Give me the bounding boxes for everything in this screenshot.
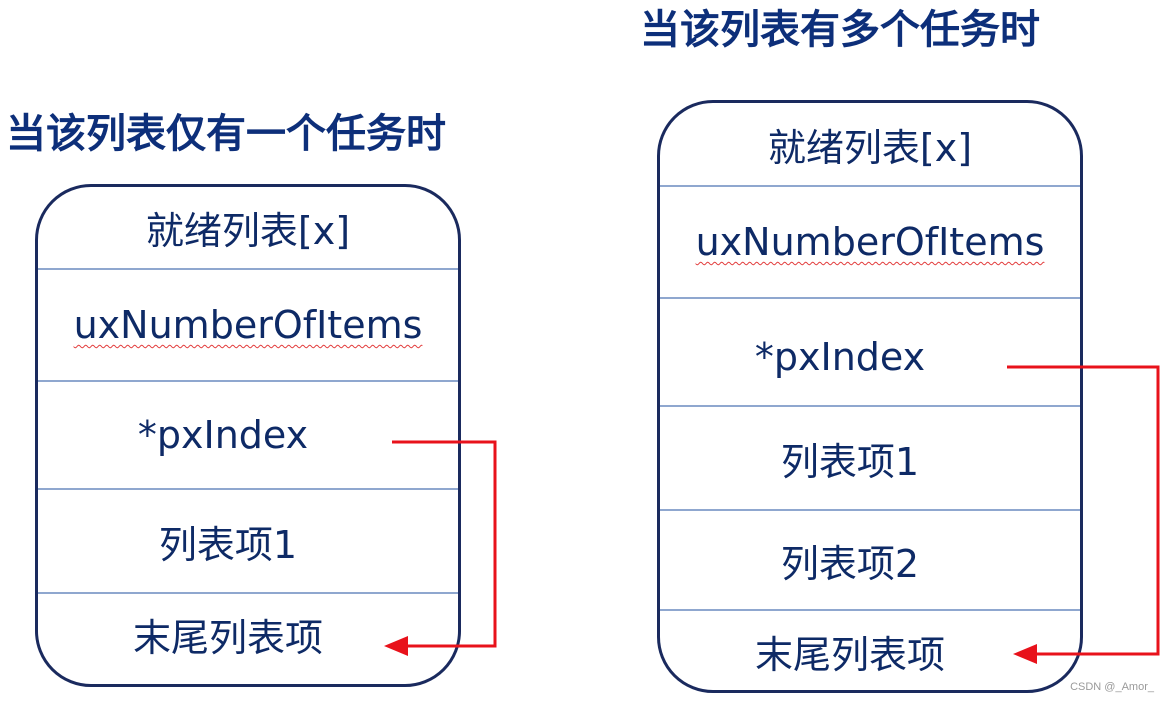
px-index-label: *pxIndex	[137, 413, 309, 457]
list-item-2-label: 列表项2	[780, 541, 920, 586]
list-item-1-label: 列表项1	[158, 522, 298, 567]
end-list-item-row: 末尾列表项	[660, 611, 1080, 690]
list-item-1-label: 列表项1	[780, 439, 920, 484]
px-index-label: *pxIndex	[754, 335, 926, 379]
end-list-item-row: 末尾列表项	[38, 594, 458, 684]
ready-list-multiple-tasks: 就绪列表[x] uxNumberOfItems *pxIndex 列表项1 列表…	[657, 100, 1083, 693]
ux-number-of-items-label: uxNumberOfItems	[73, 303, 423, 347]
left-heading: 当该列表仅有一个任务时	[6, 111, 446, 157]
list-item-2-row: 列表项2	[660, 511, 1080, 611]
list-item-1-row: 列表项1	[38, 490, 458, 594]
end-list-item-label: 末尾列表项	[754, 633, 945, 677]
list-item-1-row: 列表项1	[660, 407, 1080, 511]
px-index-row: *pxIndex	[38, 382, 458, 490]
ready-list-single-task: 就绪列表[x] uxNumberOfItems *pxIndex 列表项1 末尾…	[35, 184, 461, 687]
ready-list-title-row: 就绪列表[x]	[38, 187, 458, 270]
right-heading: 当该列表有多个任务时	[640, 7, 1040, 53]
ux-number-of-items-row: uxNumberOfItems	[660, 187, 1080, 299]
px-index-row: *pxIndex	[660, 299, 1080, 407]
ready-list-title-row: 就绪列表[x]	[660, 103, 1080, 187]
watermark: CSDN @_Amor_	[1070, 681, 1154, 693]
ux-number-of-items-row: uxNumberOfItems	[38, 270, 458, 382]
end-list-item-label: 末尾列表项	[132, 615, 323, 660]
ready-list-title: 就绪列表[x]	[145, 209, 351, 253]
ready-list-title: 就绪列表[x]	[767, 125, 973, 170]
ux-number-of-items-label: uxNumberOfItems	[695, 220, 1045, 264]
